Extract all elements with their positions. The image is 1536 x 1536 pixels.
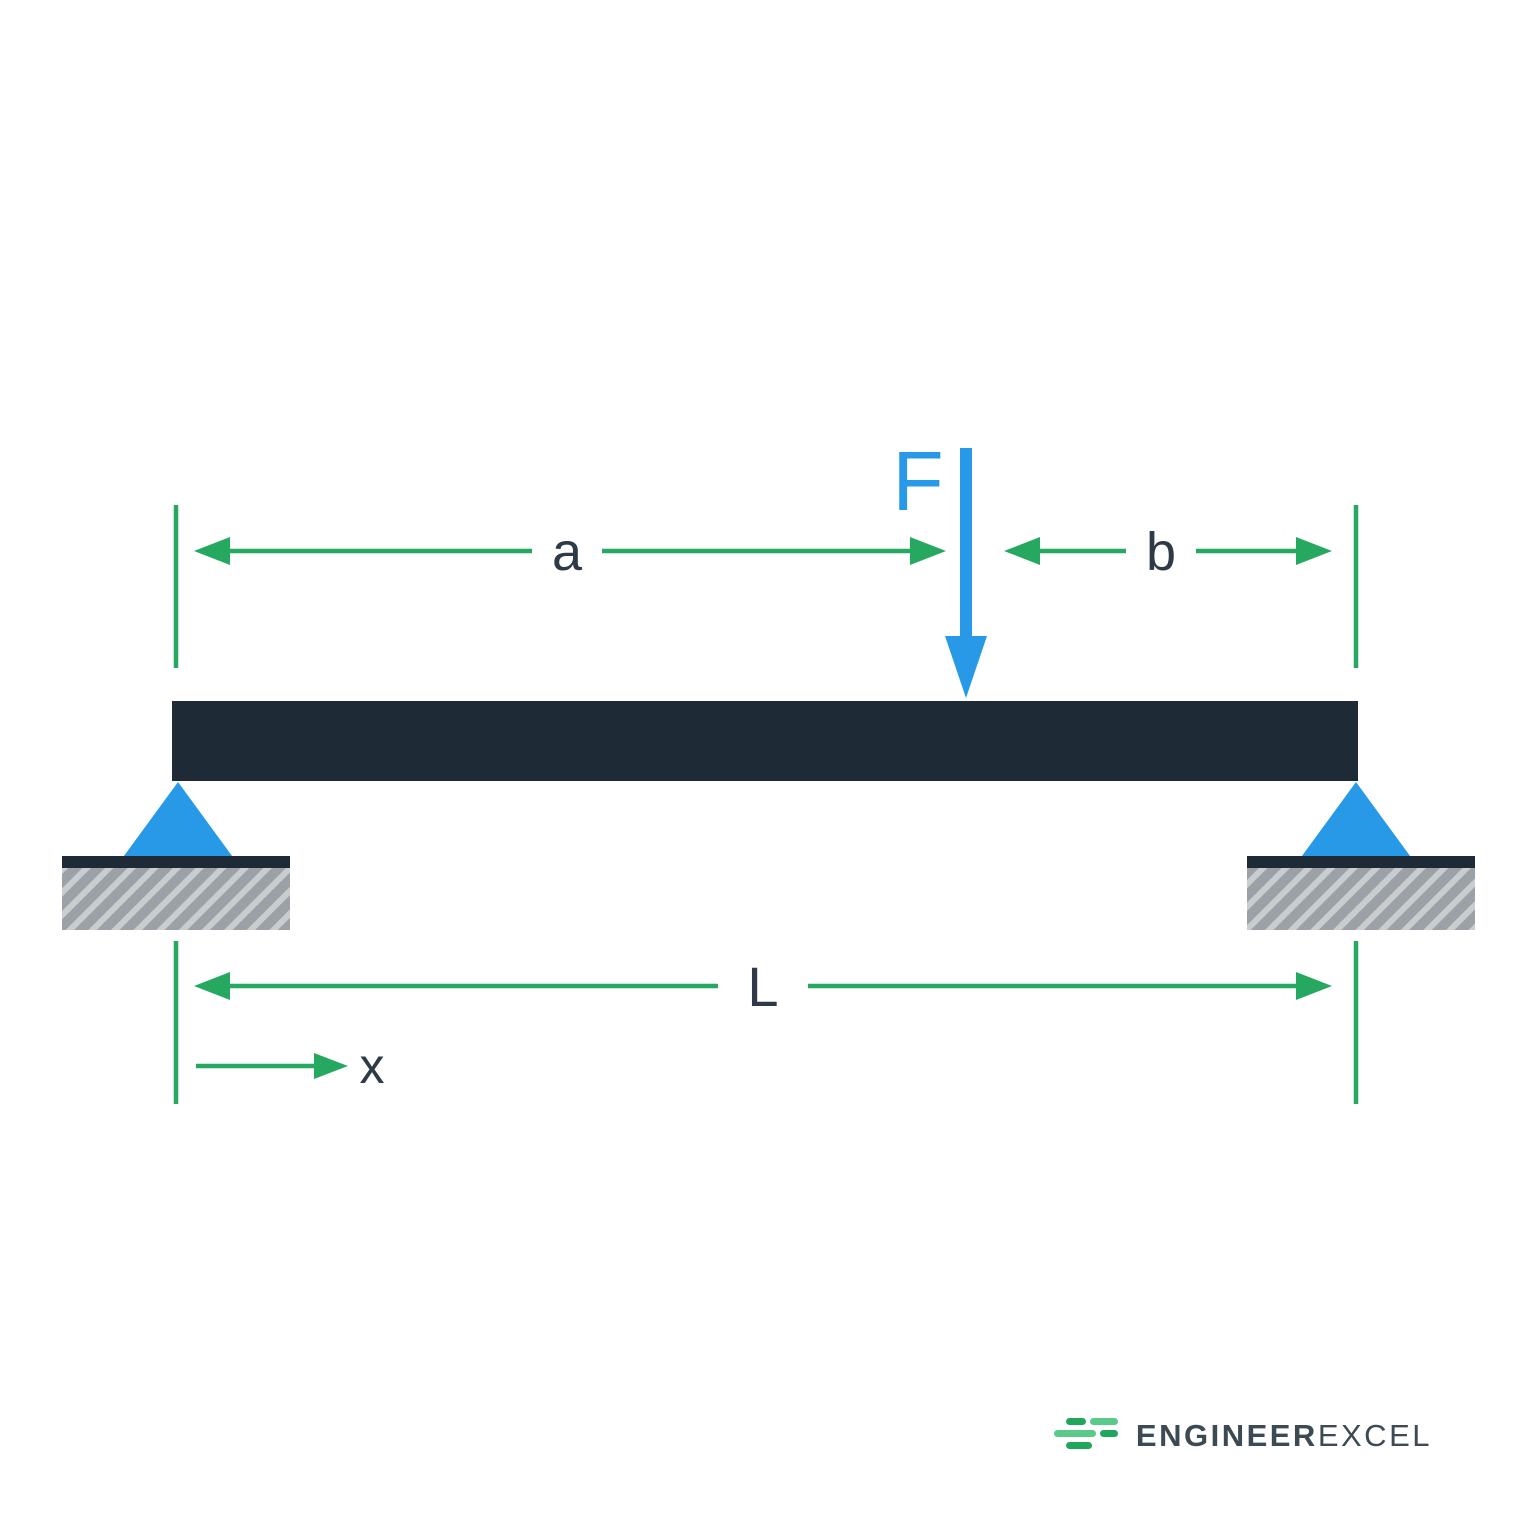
arrowhead-l-right-icon bbox=[1296, 972, 1332, 1000]
brand-name-engineer: ENGINEER bbox=[1135, 1418, 1318, 1453]
upper-extension-lines bbox=[173, 505, 1359, 668]
force-label: F bbox=[892, 434, 943, 528]
right-ground-hatch bbox=[1247, 868, 1475, 930]
right-support bbox=[1247, 782, 1475, 930]
dimension-b: b bbox=[1004, 522, 1332, 582]
x-axis-arrow: x bbox=[196, 1038, 385, 1094]
engineerexcel-logo-icon bbox=[1053, 1418, 1118, 1449]
force-arrow: F bbox=[892, 434, 987, 698]
left-ground-hatch bbox=[62, 868, 290, 930]
arrowhead-b-left-icon bbox=[1004, 537, 1040, 565]
beam bbox=[172, 701, 1358, 781]
dim-l-label: L bbox=[747, 955, 778, 1018]
x-axis-label: x bbox=[360, 1038, 385, 1094]
right-support-triangle bbox=[1299, 782, 1413, 860]
force-arrowhead-icon bbox=[945, 636, 987, 698]
brand-logo: ENGINEEREXCEL bbox=[1052, 1416, 1432, 1456]
dim-a-label: a bbox=[552, 522, 583, 582]
dimension-l: L bbox=[194, 955, 1332, 1018]
arrowhead-b-right-icon bbox=[1296, 537, 1332, 565]
arrowhead-l-left-icon bbox=[194, 972, 230, 1000]
lower-extension-lines bbox=[173, 941, 1359, 1104]
brand-name: ENGINEEREXCEL bbox=[1136, 1418, 1432, 1454]
left-ground-line bbox=[62, 856, 290, 868]
left-support bbox=[62, 782, 290, 930]
left-support-triangle bbox=[121, 782, 235, 860]
dim-b-label: b bbox=[1146, 522, 1176, 582]
arrowhead-a-right-icon bbox=[910, 537, 946, 565]
dimension-a: a bbox=[194, 522, 946, 582]
x-axis-arrowhead-icon bbox=[314, 1053, 348, 1079]
right-ground-line bbox=[1247, 856, 1475, 868]
arrowhead-a-left-icon bbox=[194, 537, 230, 565]
brand-name-excel: EXCEL bbox=[1317, 1418, 1432, 1453]
